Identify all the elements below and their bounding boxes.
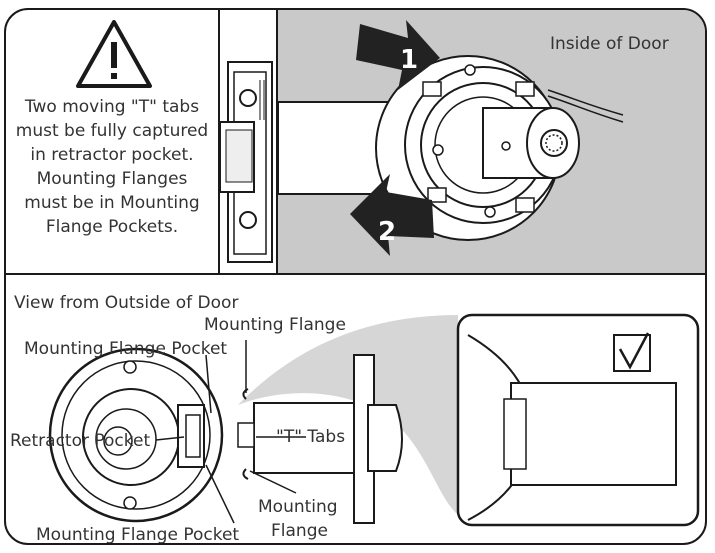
warning-line: must be fully captured (15, 121, 209, 141)
inside-door-panel: Inside of Door (276, 10, 705, 273)
outside-view-panel: View from Outside of Door Mounting Flang… (6, 275, 705, 545)
warning-line: must be in Mounting (24, 193, 200, 213)
warning-line: Two moving "T" tabs (24, 97, 200, 117)
view-from-outside-label: View from Outside of Door (14, 293, 239, 313)
diagram-frame: Two moving "T" tabs must be fully captur… (4, 8, 707, 545)
arrow-2-label: 2 (378, 217, 396, 247)
warning-panel: Two moving "T" tabs must be fully captur… (6, 10, 218, 273)
mounting-flange-bottom-label-1: Mounting (258, 497, 338, 517)
mounting-flange-pocket-top-label: Mounting Flange Pocket (24, 339, 228, 359)
latch-faceplate-illustration (219, 61, 273, 263)
retractor-pocket-label: Retractor Pocket (10, 431, 151, 451)
mounting-flange-pocket-bottom-label: Mounting Flange Pocket (36, 525, 240, 545)
inside-of-door-label: Inside of Door (550, 34, 669, 54)
section-divider (6, 273, 705, 275)
chassis-illustration: 1 2 (277, 20, 624, 256)
latch-edge-panel (218, 10, 278, 273)
warning-line: in retractor pocket. (30, 145, 194, 165)
mounting-flange-top-label: Mounting Flange (204, 315, 346, 335)
arrow-1-label: 1 (400, 45, 418, 75)
checkmark-icon (618, 332, 650, 370)
mounting-flange-bottom-label-2: Flange (271, 521, 328, 541)
warning-line: Flange Pockets. (45, 217, 179, 237)
warning-text: Two moving "T" tabs must be fully captur… (6, 95, 218, 239)
warning-icon (76, 20, 152, 88)
warning-line: Mounting Flanges (36, 169, 188, 189)
outside-view-illustration (48, 313, 700, 527)
t-tabs-label: "T" Tabs (276, 427, 346, 447)
